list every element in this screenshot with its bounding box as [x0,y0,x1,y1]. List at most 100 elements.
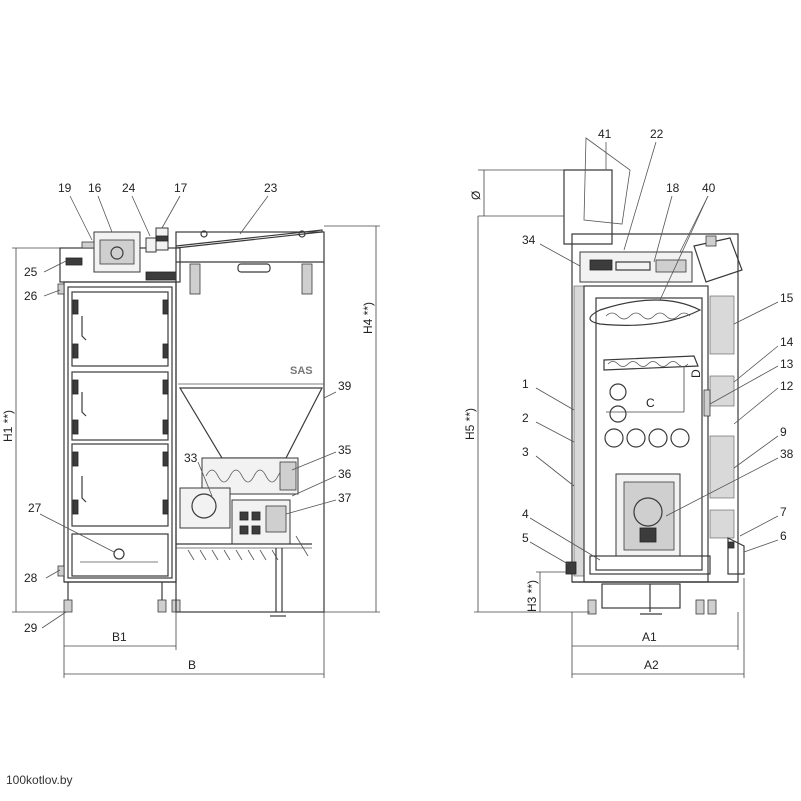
rear-fitting [565,561,577,575]
burner-fan [633,497,663,527]
door-handle [81,476,87,503]
hinge [162,451,169,467]
rear-insulation [573,285,585,577]
hinge [162,499,169,515]
callout-19: 19 [58,181,72,195]
indicators [655,259,687,273]
callout-41: 41 [598,127,612,141]
controller-screen [99,239,135,265]
hinge [162,299,169,315]
dim-a2: A2 [644,658,659,672]
hinge [72,419,79,435]
hopper-frame [175,231,325,613]
callout-40: 40 [702,181,716,195]
door-handle [81,316,87,341]
leg [695,599,705,615]
front-insulation-top [709,295,735,355]
lid-latch [301,263,313,295]
fan-wheel [191,493,217,519]
callout-33: 33 [184,451,198,465]
callout-7: 7 [780,505,787,519]
hinge [72,299,79,315]
lid-hinge [298,230,306,238]
level-gauge [703,389,711,417]
callout-36: 36 [338,467,352,481]
hopper-funnel [178,387,323,459]
callout-37: 37 [338,491,352,505]
middle-door [71,371,169,441]
front-insulation-bottom [709,509,735,539]
dim-b1: B1 [112,630,127,644]
coil-turns [607,361,689,367]
top-fitting [705,235,717,247]
callout-14: 14 [780,335,794,349]
callout-24: 24 [122,181,136,195]
brand-mark: SAS [290,365,313,377]
hinge [72,451,79,467]
coil-turns [605,312,691,320]
callout-22: 22 [650,127,664,141]
callout-13: 13 [780,357,794,371]
door-handle [81,392,87,417]
leader-lines-side [529,141,779,565]
dim-diameter: Ø [469,191,483,200]
callout-25: 25 [24,265,38,279]
socket [251,511,261,521]
callout-26: 26 [24,289,38,303]
valve-band [155,235,169,242]
flue-tube [604,428,624,448]
flue-tube [609,405,627,423]
flow-fitting [57,283,65,295]
lid-hinge [200,230,208,238]
callout-5: 5 [522,531,529,545]
callout-39: 39 [338,379,352,393]
callout-12: 12 [780,379,794,393]
fan-unit [179,487,231,529]
top-connector [81,241,95,249]
callout-29: 29 [24,621,38,635]
boiler-body-inner [67,286,173,579]
dim-h1: H1 **) [1,410,15,442]
ash-door [71,533,169,577]
hinge [72,343,79,359]
hopper-lid [175,229,323,249]
flue-pipe [563,169,613,245]
display [589,259,613,271]
watermark: 100kotlov.by [6,773,73,787]
burner-nozzle [639,527,657,543]
side-section-view: Ø C D [463,137,779,678]
leg [63,599,73,613]
callout-34: 34 [522,233,536,247]
dim-h4: H4 **) [361,302,375,334]
lid-latch [189,263,201,295]
callout-9: 9 [780,425,787,439]
callout-2: 2 [522,411,529,425]
flue-tube [648,428,668,448]
leader-lines-front [39,195,337,629]
hopper-base-outline [601,583,681,609]
motor-block [265,505,287,533]
auger-motor [279,461,297,491]
dim-h3: H3 **) [525,580,539,612]
controller-knob [110,246,124,260]
dim-c: C [646,396,655,410]
front-insulation-low [709,435,735,499]
dim-h5: H5 **) [463,408,477,440]
callout-1: 1 [522,377,529,391]
callout-38: 38 [780,447,794,461]
button-strip [615,261,651,271]
socket [239,525,249,535]
callout-27: 27 [28,501,42,515]
upper-door [71,291,169,367]
top-cover [693,237,743,283]
leg [157,599,167,613]
leg [707,599,717,615]
callout-28: 28 [24,571,38,585]
floor-ribs [187,535,309,561]
thermostat-sensor [145,237,157,253]
callout-35: 35 [338,443,352,457]
lower-door [71,443,169,527]
dim-d: D [689,369,703,378]
callout-17: 17 [174,181,188,195]
boiler-body-outline [63,281,177,583]
